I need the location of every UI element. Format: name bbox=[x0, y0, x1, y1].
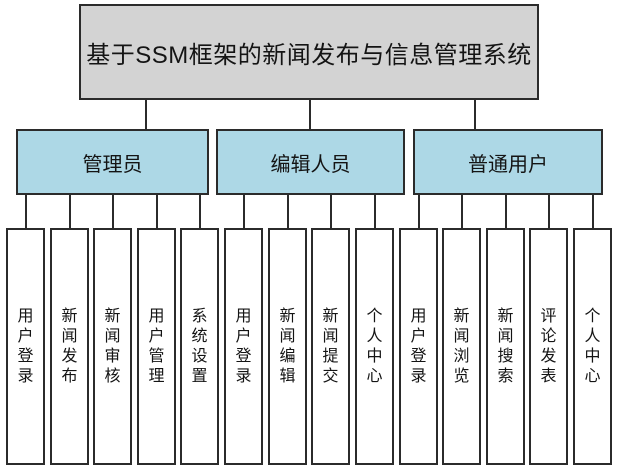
system-title: 基于SSM框架的新闻发布与信息管理系统 bbox=[86, 41, 532, 69]
leaf-box: 用户登录 bbox=[224, 228, 263, 465]
leaf-box: 新闻搜索 bbox=[486, 228, 525, 465]
role-box-admin: 管理员 bbox=[16, 129, 209, 195]
connector-line bbox=[25, 195, 27, 228]
role-label: 管理员 bbox=[82, 153, 143, 176]
leaf-label: 新闻编辑 bbox=[279, 307, 296, 385]
leaf-label: 新闻浏览 bbox=[453, 307, 470, 385]
connector-line bbox=[474, 99, 476, 129]
leaf-label: 用户管理 bbox=[148, 307, 165, 385]
connector-line bbox=[330, 195, 332, 228]
leaf-box: 用户管理 bbox=[137, 228, 176, 465]
leaf-label: 系统设置 bbox=[191, 307, 208, 385]
leaf-box: 个人中心 bbox=[573, 228, 612, 465]
leaf-box: 系统设置 bbox=[180, 228, 219, 465]
connector-line bbox=[374, 195, 376, 228]
role-label: 编辑人员 bbox=[270, 153, 351, 176]
connector-line bbox=[309, 99, 311, 129]
leaf-box: 评论发表 bbox=[529, 228, 568, 465]
leaf-label: 用户登录 bbox=[17, 307, 34, 385]
connector-line bbox=[505, 195, 507, 228]
connector-line bbox=[243, 195, 245, 228]
role-label: 普通用户 bbox=[468, 153, 548, 176]
leaf-label: 用户登录 bbox=[235, 307, 252, 385]
leaf-box: 用户登录 bbox=[6, 228, 45, 465]
leaf-label: 新闻发布 bbox=[61, 307, 78, 385]
leaf-label: 新闻搜索 bbox=[497, 307, 514, 385]
leaf-label: 评论发表 bbox=[540, 307, 557, 385]
leaf-box: 用户登录 bbox=[399, 228, 438, 465]
connector-line bbox=[418, 195, 420, 228]
leaf-label: 用户登录 bbox=[410, 307, 427, 385]
leaf-box: 新闻浏览 bbox=[442, 228, 481, 465]
leaf-box: 新闻审核 bbox=[93, 228, 132, 465]
system-root-box: 基于SSM框架的新闻发布与信息管理系统 bbox=[79, 4, 539, 100]
leaf-box: 新闻编辑 bbox=[268, 228, 307, 465]
leaf-box: 新闻发布 bbox=[50, 228, 89, 465]
connector-line bbox=[548, 195, 550, 228]
leaf-label: 个人中心 bbox=[584, 307, 601, 385]
connector-line bbox=[287, 195, 289, 228]
leaf-label: 个人中心 bbox=[366, 307, 383, 385]
role-box-user: 普通用户 bbox=[413, 129, 603, 195]
connector-line bbox=[156, 195, 158, 228]
leaf-label: 新闻审核 bbox=[104, 307, 121, 385]
connector-line bbox=[199, 195, 201, 228]
leaf-label: 新闻提交 bbox=[322, 307, 339, 385]
leaf-box: 个人中心 bbox=[355, 228, 394, 465]
connector-line bbox=[145, 99, 147, 129]
connector-line bbox=[461, 195, 463, 228]
connector-line bbox=[112, 195, 114, 228]
role-box-editor: 编辑人员 bbox=[216, 129, 405, 195]
leaf-box: 新闻提交 bbox=[311, 228, 350, 465]
connector-line bbox=[592, 195, 594, 228]
connector-line bbox=[69, 195, 71, 228]
